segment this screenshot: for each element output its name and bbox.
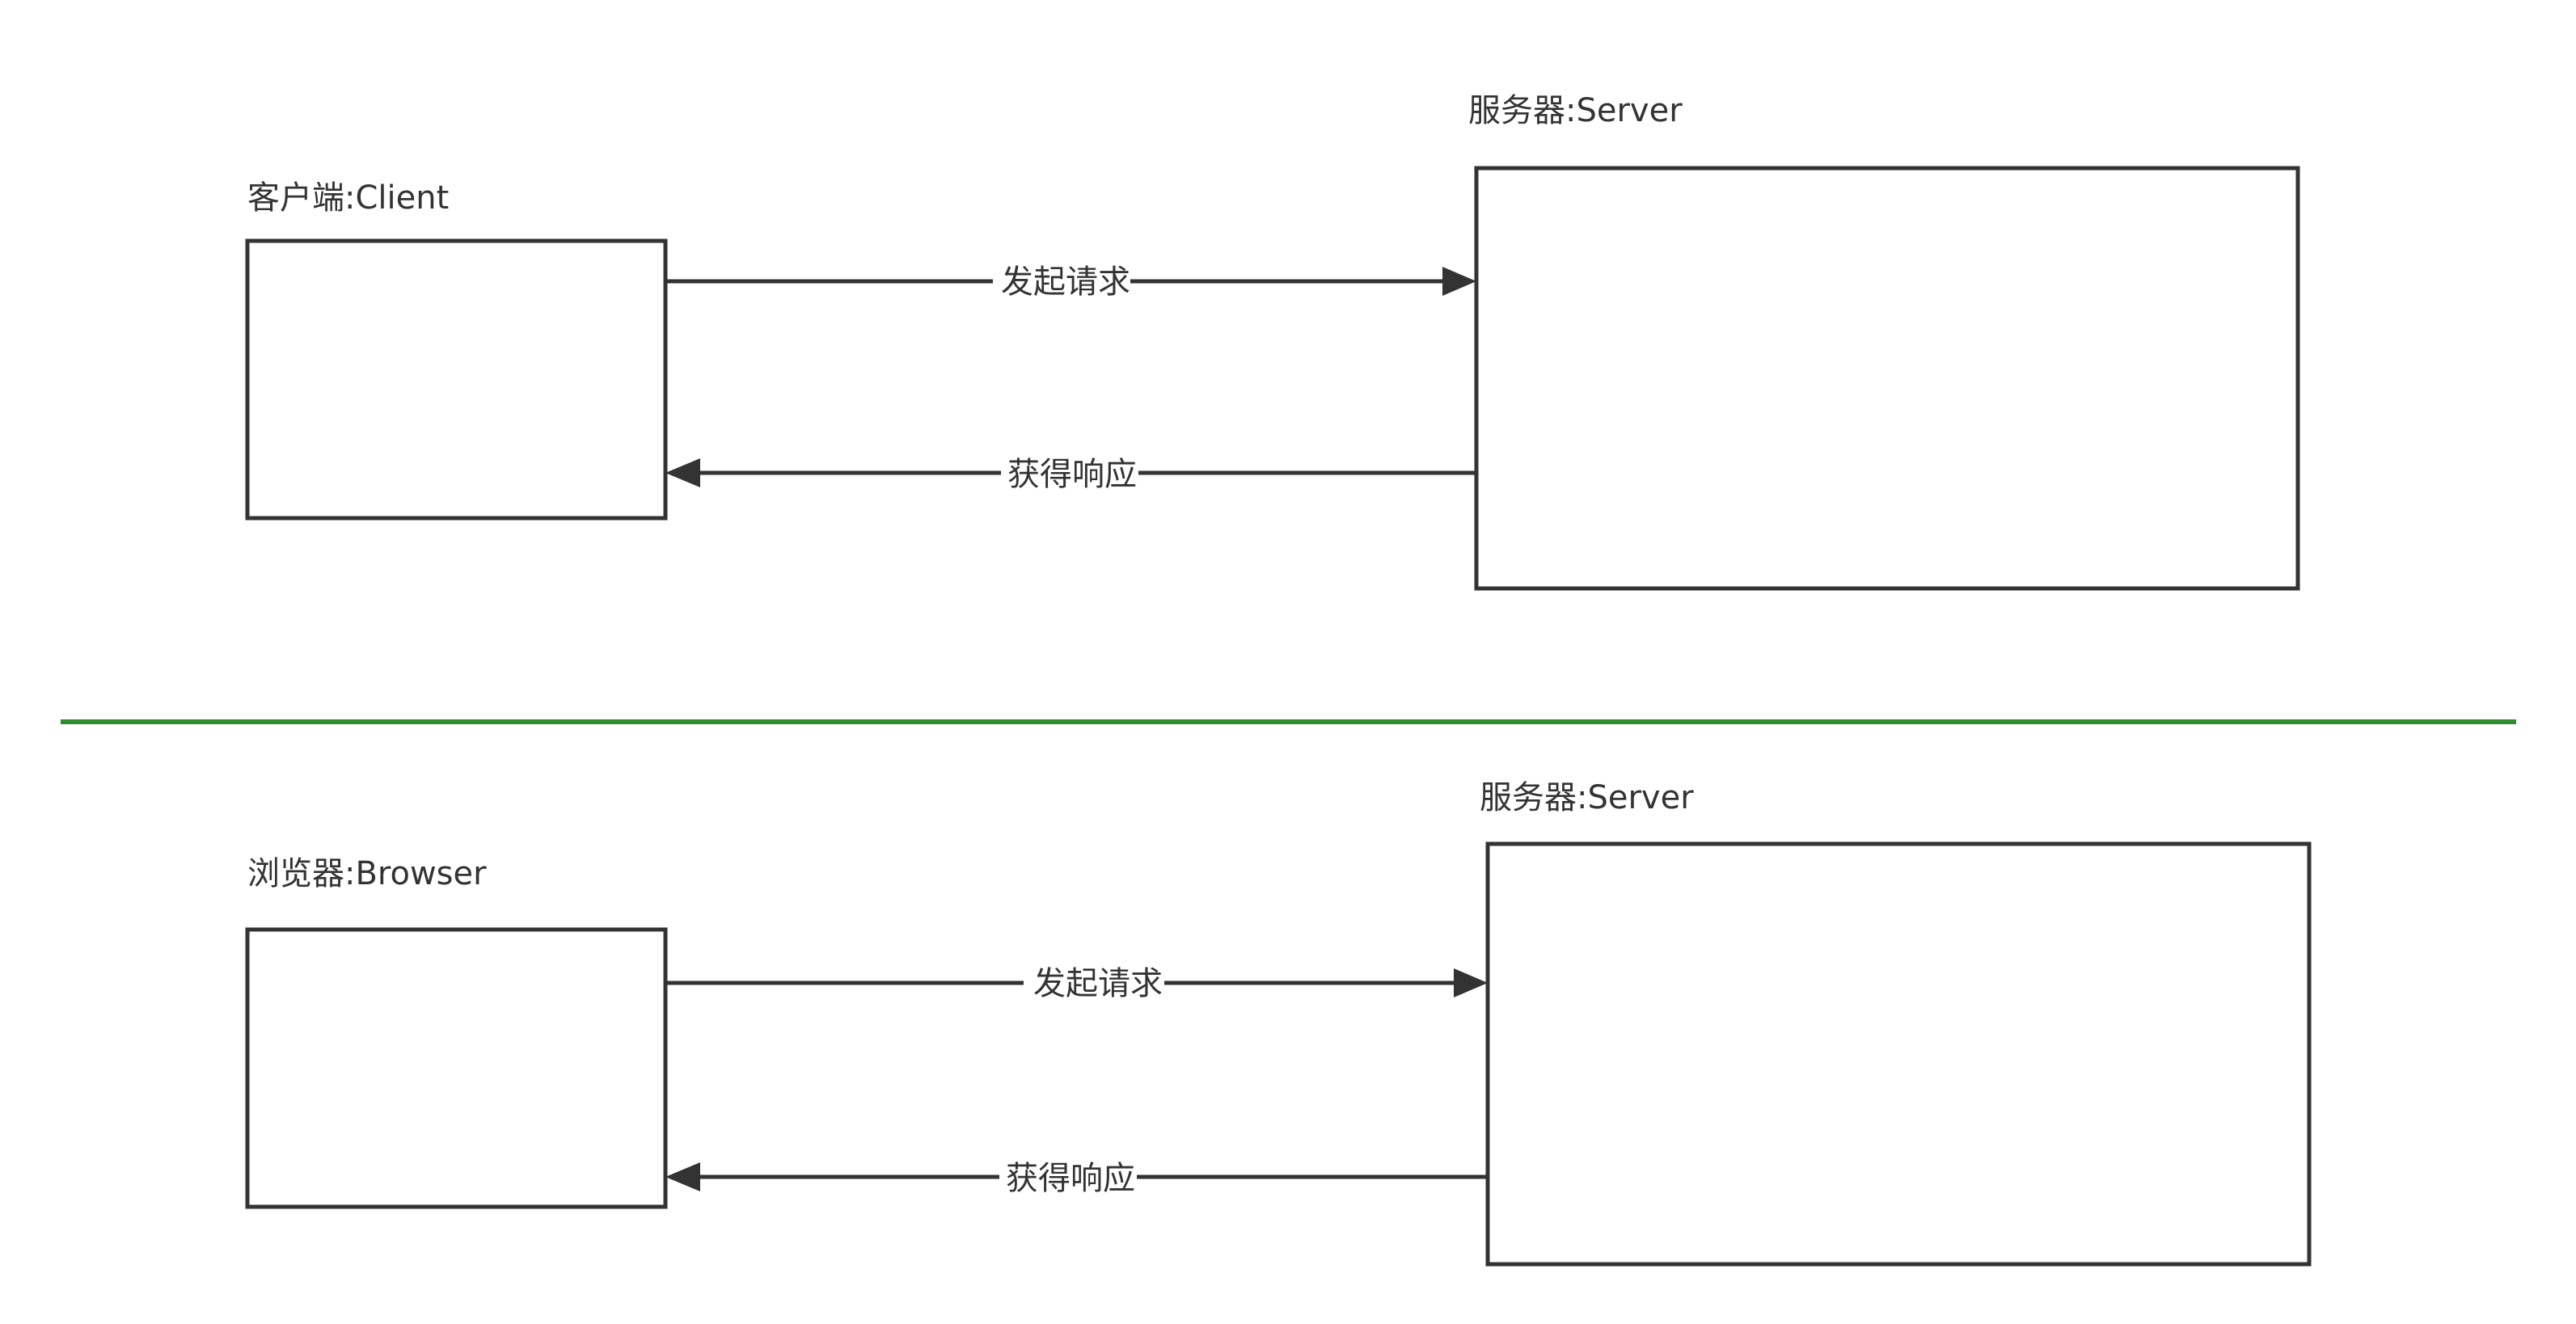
section-top: 客户端:Client 服务器:Server 发起请求 获得响应	[245, 92, 2300, 591]
request-label-bottom: 发起请求	[1033, 965, 1163, 1002]
arrowhead-left-icon	[665, 458, 700, 487]
response-arrow: 获得响应	[665, 456, 1476, 493]
arrowhead-right-icon	[1454, 968, 1488, 997]
response-label: 获得响应	[1007, 456, 1137, 493]
browser-box	[245, 927, 668, 1209]
response-label-bottom: 获得响应	[1006, 1160, 1135, 1197]
arrowhead-right-icon	[1442, 267, 1476, 296]
server-box-bottom	[1485, 841, 2312, 1267]
server-box	[1474, 166, 2300, 591]
client-label: 客户端:Client	[247, 179, 449, 217]
server-label: 服务器:Server	[1468, 92, 1683, 129]
request-arrow-bottom: 发起请求	[665, 965, 1488, 1002]
section-bottom: 浏览器:Browser 服务器:Server 发起请求 获得响应	[245, 779, 2312, 1267]
server-label-bottom: 服务器:Server	[1480, 779, 1694, 816]
response-arrow-bottom: 获得响应	[665, 1160, 1488, 1197]
browser-label: 浏览器:Browser	[247, 855, 487, 892]
arrowhead-left-icon	[665, 1162, 700, 1191]
client-box	[245, 238, 668, 521]
request-label: 发起请求	[1001, 264, 1130, 301]
request-arrow: 发起请求	[665, 264, 1476, 301]
